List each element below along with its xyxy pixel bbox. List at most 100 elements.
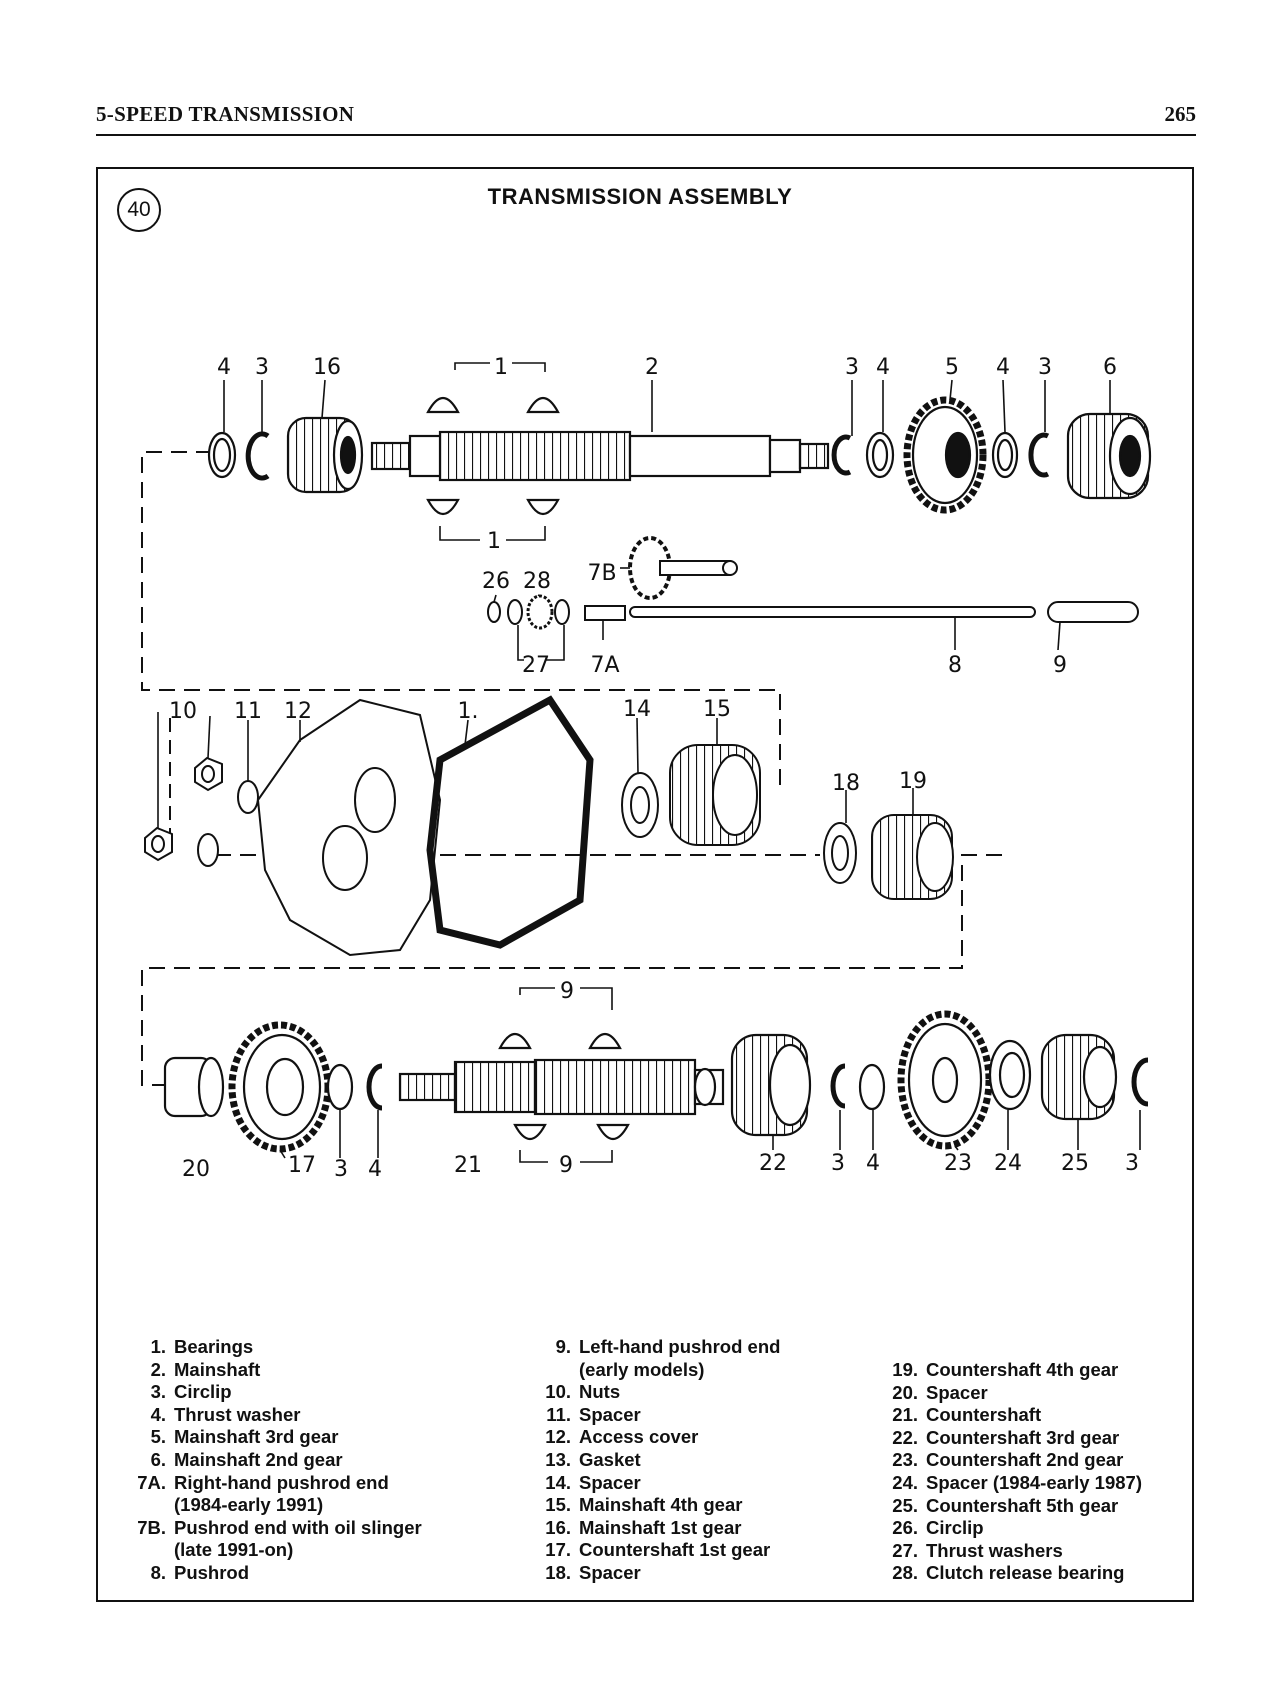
legend-item: 28. Clutch release bearing (872, 1562, 1142, 1585)
legend-item: 8. Pushrod (120, 1562, 422, 1585)
circlip-3f (1131, 1057, 1149, 1107)
pushrod-assembly (487, 536, 1139, 630)
legend-item-label: Spacer (926, 1381, 988, 1403)
callout-3: 3 (255, 355, 269, 380)
page-number: 265 (1164, 102, 1197, 126)
callout-4: 4 (996, 355, 1010, 380)
mainshaft-4th-gear-15 (669, 744, 761, 846)
legend-item: 19.Countershaft 4th gear (872, 1359, 1142, 1382)
legend-item-number: 20. (892, 1381, 918, 1403)
spacer-20 (163, 1056, 225, 1118)
callout-18: 18 (832, 771, 860, 796)
legend-item-label: Countershaft 4th gear (926, 1359, 1119, 1380)
circlip-3e (830, 1063, 846, 1109)
bearings-9-bottom (513, 1123, 630, 1141)
callout-4: 4 (368, 1157, 382, 1182)
pushrod-end-with-oil-slinger-7b (628, 536, 738, 600)
callout-5: 5 (945, 355, 959, 380)
legend-item: 9.Left-hand pushrod end (525, 1336, 781, 1359)
legend-item-number: 11. (546, 1403, 571, 1425)
legend-item-number: 12. (545, 1426, 571, 1448)
circlip-3d (326, 1063, 354, 1111)
callout-20: 20 (182, 1157, 210, 1182)
callout-3: 3 (831, 1151, 845, 1176)
bearings-1-top (426, 396, 560, 414)
countershaft-5th-gear-25 (1040, 1033, 1118, 1121)
legend-item: 11. Spacer (525, 1404, 780, 1427)
legend-item-number: 9. (555, 1336, 571, 1357)
legend-item-continuation: (1984-early 1991) (174, 1494, 324, 1516)
legend-item-number: 14. (545, 1471, 571, 1493)
legend-item-label: Thrust washer (174, 1403, 301, 1425)
legend-item: 13.Gasket (525, 1449, 780, 1472)
callout-22: 22 (759, 1151, 787, 1176)
legend-item: 26.Circlip (872, 1517, 1142, 1540)
legend-item-label: Countershaft 2nd gear (926, 1449, 1124, 1471)
legend-item-label: Mainshaft 2nd gear (174, 1448, 343, 1470)
spacers-11 (197, 780, 259, 867)
legend-item-number: 1. (150, 1336, 166, 1357)
legend-item-label: Countershaft 1st gear (579, 1539, 771, 1561)
legend-item: 10.Nuts (525, 1381, 780, 1404)
legend-item-number: 16. (545, 1516, 571, 1538)
legend-item: 22.Countershaft 3rd gear (872, 1427, 1142, 1450)
callout-13: 1. (458, 699, 479, 724)
pushrod-8 (629, 606, 1036, 618)
callout-4: 4 (866, 1151, 880, 1176)
callout-1: 1 (494, 355, 508, 380)
thrust-washer-4e (858, 1063, 886, 1111)
callout-24: 24 (994, 1151, 1022, 1176)
legend-item-label: Clutch release bearing (926, 1562, 1125, 1584)
legend-item: 7B.Pushrod end with oil slinger (120, 1517, 422, 1540)
legend-item: 12. Access cover (525, 1426, 780, 1449)
right-hand-pushrod-end-7a (584, 605, 626, 621)
callout-3: 3 (334, 1157, 348, 1182)
circlip-3b (831, 434, 852, 476)
leader-lines (157, 362, 1141, 1163)
mainshaft-3rd-gear-5 (903, 396, 987, 514)
legend-item: 4.Thrust washer (120, 1404, 422, 1427)
legend-item-label: Bearings (174, 1336, 254, 1357)
legend-item: 20. Spacer (872, 1382, 1142, 1405)
legend-column-2: 9.Left-hand pushrod end(early models)10.… (525, 1336, 780, 1585)
countershaft-1st-gear-17 (228, 1021, 332, 1153)
figure-frame (96, 167, 1194, 1602)
thrust-washer-27a (507, 599, 523, 625)
legend-item-number: 28. (892, 1562, 918, 1584)
callout-labels: 4 3 16 1 2 3 4 5 4 3 6 1 26 28 7B 27 7A … (169, 355, 1139, 1182)
callout-3: 3 (845, 355, 859, 380)
legend-item-number: 27. (892, 1539, 918, 1561)
legend-item-label: Thrust washers (926, 1539, 1063, 1561)
legend-item-number: 3. (150, 1381, 166, 1403)
mainshaft-1st-gear-16 (286, 416, 364, 494)
legend-item-number: 8. (150, 1561, 166, 1583)
legend-item-label: Pushrod end with oil slinger (174, 1516, 422, 1538)
section-title: 5-SPEED TRANSMISSION (96, 102, 355, 126)
callout-8: 8 (948, 653, 962, 678)
legend-item: 21.Countershaft (872, 1404, 1142, 1427)
legend-item-number: 24. (892, 1471, 918, 1493)
legend-item-label: Countershaft 3rd gear (926, 1426, 1120, 1448)
mainshaft-2 (370, 430, 830, 482)
legend-item-label: Mainshaft 1st gear (579, 1516, 742, 1538)
callout-25: 25 (1061, 1151, 1089, 1176)
callout-7b: 7B (587, 561, 616, 586)
callout-6: 6 (1103, 355, 1117, 380)
legend-item-label: Access cover (579, 1426, 699, 1448)
access-cover-assembly (144, 695, 954, 957)
legend-item-continuation: (late 1991-on) (174, 1539, 294, 1561)
callout-11: 11 (234, 699, 262, 724)
legend-item-continuation: (early models) (579, 1358, 705, 1380)
spacer-24 (988, 1039, 1032, 1111)
mainshaft-assembly (207, 396, 1152, 516)
legend-item-label: Spacer (579, 1403, 641, 1425)
legend-item-label: Pushrod (174, 1561, 250, 1583)
countershaft-4th-gear-19 (871, 814, 954, 900)
legend-item-label: Mainshaft 3rd gear (174, 1426, 339, 1448)
legend-item-number: 25. (892, 1494, 918, 1516)
callout-12: 12 (284, 699, 312, 724)
legend-item-label: Spacer (1984-early 1987) (926, 1471, 1142, 1493)
legend-item-number: 10. (545, 1381, 571, 1403)
callout-1: 1 (487, 529, 501, 554)
legend-item-number: 2. (150, 1358, 166, 1380)
